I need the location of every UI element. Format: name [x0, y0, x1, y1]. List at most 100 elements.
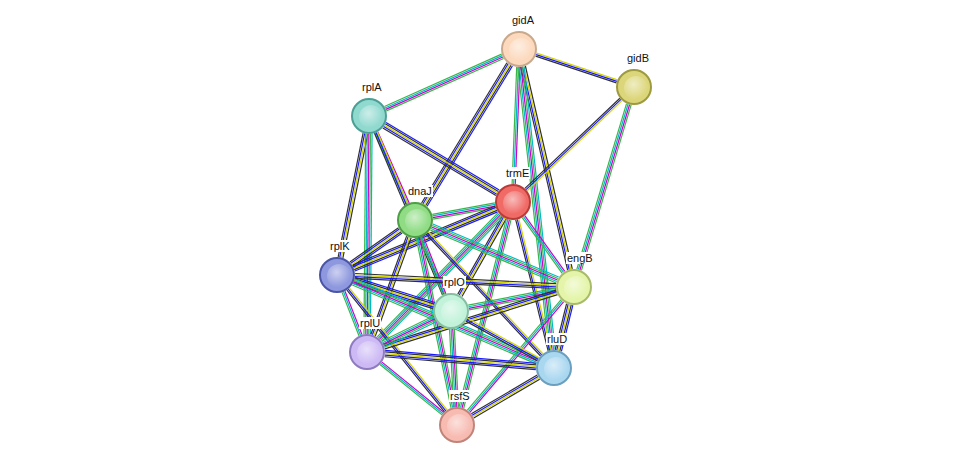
- evidence-line: [466, 321, 538, 361]
- interaction-edge: [384, 54, 503, 111]
- evidence-line: [382, 316, 434, 341]
- interaction-edge: [466, 318, 539, 360]
- evidence-line: [386, 122, 499, 190]
- protein-node: rplO: [433, 293, 469, 329]
- evidence-line: [352, 230, 401, 264]
- protein-node: gidB: [616, 69, 652, 105]
- node-label: trmE: [505, 167, 530, 179]
- interaction-edge: [364, 134, 372, 334]
- node-label: rsfS: [449, 390, 471, 402]
- evidence-line: [384, 292, 557, 346]
- node-label: engB: [566, 252, 594, 264]
- node-label: gidA: [511, 14, 535, 26]
- evidence-line: [427, 66, 512, 206]
- protein-node: engB: [556, 269, 592, 305]
- evidence-line: [351, 229, 400, 263]
- evidence-line: [433, 224, 559, 277]
- evidence-line: [423, 64, 508, 204]
- evidence-line: [473, 378, 539, 417]
- evidence-line: [581, 105, 631, 271]
- interaction-edge: [536, 53, 618, 83]
- evidence-line: [467, 320, 539, 360]
- node-label: rplO: [443, 276, 466, 288]
- evidence-line: [340, 133, 365, 257]
- protein-node: rplU: [349, 334, 385, 370]
- evidence-line: [424, 64, 509, 204]
- evidence-line: [350, 228, 399, 262]
- evidence-line: [348, 289, 446, 411]
- node-label: rplA: [361, 81, 383, 93]
- evidence-line: [383, 290, 556, 344]
- interaction-edge: [382, 316, 436, 347]
- interaction-edge: [577, 104, 631, 271]
- evidence-line: [353, 232, 402, 266]
- node-highlight: [447, 414, 471, 438]
- node-highlight: [359, 105, 383, 129]
- interaction-edge: [430, 224, 558, 283]
- evidence-line: [380, 365, 442, 415]
- node-highlight: [441, 300, 465, 324]
- evidence-line: [472, 376, 538, 415]
- evidence-line: [385, 354, 536, 367]
- protein-node: rluD: [536, 350, 572, 386]
- evidence-line: [536, 55, 617, 82]
- evidence-line: [471, 375, 537, 414]
- evidence-line: [536, 56, 617, 83]
- protein-node: dnaJ: [397, 202, 433, 238]
- evidence-line: [338, 133, 363, 257]
- evidence-line: [432, 203, 495, 214]
- protein-node: trmE: [495, 184, 531, 220]
- node-highlight: [327, 264, 351, 288]
- evidence-line: [577, 104, 627, 270]
- node-highlight: [503, 191, 527, 215]
- evidence-line: [383, 319, 435, 344]
- interaction-edge: [385, 350, 537, 369]
- evidence-line: [580, 104, 630, 270]
- evidence-line: [349, 288, 447, 410]
- interaction-edge: [471, 375, 539, 418]
- node-label: gidB: [626, 52, 650, 64]
- node-highlight: [624, 76, 648, 100]
- protein-node: rplA: [351, 98, 387, 134]
- node-highlight: [544, 357, 568, 381]
- evidence-line: [341, 134, 366, 258]
- evidence-line: [426, 65, 511, 205]
- evidence-line: [468, 318, 540, 358]
- evidence-line: [377, 132, 445, 294]
- evidence-line: [537, 53, 618, 80]
- interaction-edge: [342, 291, 362, 336]
- evidence-line: [525, 216, 565, 272]
- evidence-line: [474, 379, 540, 418]
- node-label: rplU: [359, 317, 381, 329]
- evidence-line: [385, 355, 536, 368]
- protein-node: rsfS: [439, 407, 475, 443]
- protein-node: gidA: [501, 31, 537, 67]
- node-label: dnaJ: [407, 185, 433, 197]
- evidence-line: [385, 124, 498, 192]
- evidence-line: [384, 54, 501, 106]
- evidence-line: [364, 134, 366, 334]
- node-highlight: [509, 38, 533, 62]
- interaction-edge: [350, 228, 402, 267]
- node-label: rluD: [546, 333, 568, 345]
- evidence-line: [422, 63, 507, 203]
- interaction-edge: [355, 274, 556, 289]
- evidence-line: [382, 317, 434, 342]
- interaction-edge: [422, 63, 513, 207]
- evidence-line: [354, 233, 403, 267]
- evidence-line: [578, 104, 628, 270]
- evidence-line: [384, 125, 497, 193]
- interaction-edge: [383, 122, 499, 195]
- node-highlight: [564, 276, 588, 300]
- evidence-line: [382, 362, 444, 412]
- protein-node: rplK: [319, 257, 355, 293]
- evidence-line: [432, 226, 558, 279]
- node-highlight: [357, 341, 381, 365]
- interaction-edge: [347, 288, 447, 412]
- evidence-line: [385, 322, 437, 347]
- node-label: rplK: [329, 240, 351, 252]
- evidence-line: [468, 288, 556, 305]
- evidence-line: [381, 363, 443, 413]
